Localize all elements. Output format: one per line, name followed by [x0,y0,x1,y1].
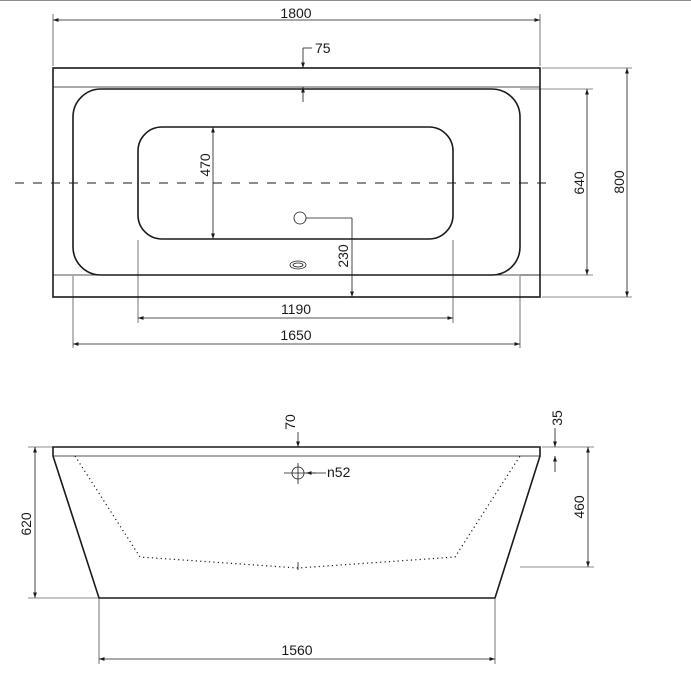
side-overflow-circle [291,466,305,480]
drain-inner [292,262,304,268]
dim-label-overall-length: 1800 [280,5,311,21]
tub-side-silhouette [52,446,541,599]
inner-shell-dotted [74,455,521,569]
dim-label-inner-width: 640 [571,171,587,195]
dim-label-overall-width: 800 [611,170,627,194]
dim-label-basin-length: 1190 [281,301,311,317]
top-view: 1800 75 800 640 470 230 1190 1650 [15,5,632,348]
dim-label-basin-width: 470 [197,153,213,177]
dim-label-drain-offset: 230 [335,244,351,268]
dim-label-overall-height: 620 [18,512,34,536]
dim-label-rim-width: 75 [315,40,331,56]
drain [289,260,307,270]
tub-outer-outline [52,67,541,298]
dim-label-right-rim: 35 [549,410,565,426]
dim-label-top-rim: 70 [282,414,298,430]
side-view: n52 70 35 460 620 1560 [18,410,594,664]
dim-label-inner-length: 1650 [280,327,311,343]
dim-label-overflow-diameter: n52 [327,464,351,480]
tub-inner-outline [72,88,521,276]
overflow-circle [293,211,307,225]
dim-label-base-length: 1560 [281,642,312,658]
dim-label-inner-depth: 460 [571,495,587,519]
